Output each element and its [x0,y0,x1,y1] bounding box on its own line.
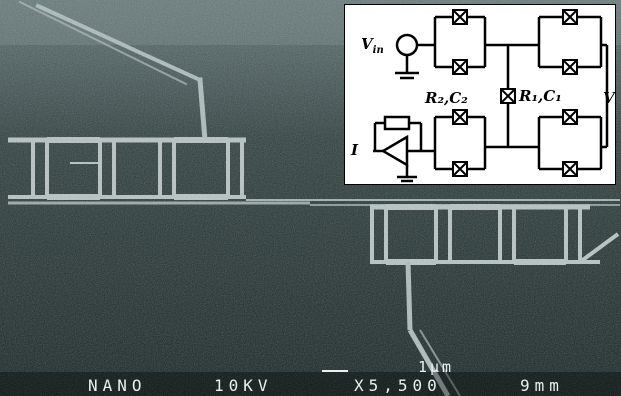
databar-distance: 9mm [520,376,564,395]
circuit-schematic-inset: Vin R₂,C₂ R₁,C₁ V I [344,4,616,185]
label-r1-c1: R₁,C₁ [519,87,562,105]
label-r2-c2: R₂,C₂ [425,89,468,107]
sem-databar: NANO 10KV X5,500 9mm [0,374,621,395]
label-v: V [603,89,615,107]
scale-label: 1µm [418,358,455,376]
junction-symbols [452,9,578,177]
label-i: I [351,141,359,159]
scale-bar [322,370,348,372]
databar-voltage: 10KV [214,376,273,395]
databar-magnification: X5,500 [354,376,442,395]
circuit-diagram [373,9,609,183]
databar-label: NANO [88,376,147,395]
label-vin: Vin [361,35,384,56]
